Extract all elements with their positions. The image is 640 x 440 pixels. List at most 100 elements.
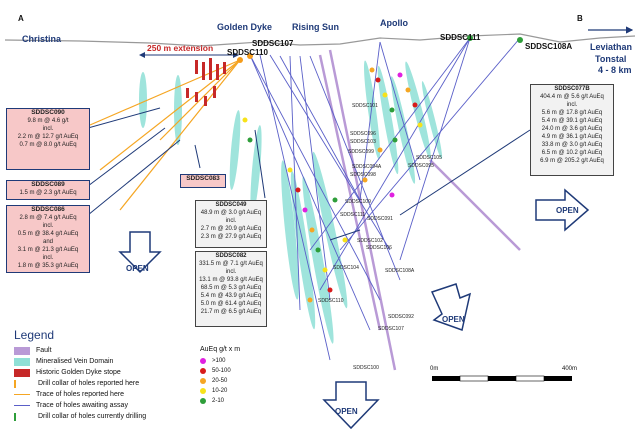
hole-label: SDDSC096 xyxy=(350,131,376,137)
area-distance: 4 - 8 km xyxy=(598,65,632,75)
legend-item-reported-collar: Drill collar of holes reported here xyxy=(14,378,229,389)
box-sddsc082-line: 5.0 m @ 61.4 g/t AuEq xyxy=(200,301,262,307)
hole-label: SDDSC110 xyxy=(318,298,344,304)
box-sddsc049: SDDSC049 48.9 m @ 3.0 g/t AuEq incl. 2.7… xyxy=(195,200,267,248)
box-sddsc049-line: 2.7 m @ 20.9 g/t AuEq xyxy=(200,226,262,232)
hole-label: SDDSC100 xyxy=(353,365,379,371)
legend-item-reported-trace: Trace of holes reported here xyxy=(14,389,229,400)
box-sddsc086-line: incl. xyxy=(42,223,54,229)
legend: Legend Fault Mineralised Vein Domain His… xyxy=(14,328,229,422)
box-sddsc077b-line: incl. xyxy=(566,102,578,108)
collar-sddsc107: SDDSC107 xyxy=(252,39,294,48)
hole-label: SDDSC101 xyxy=(352,103,378,109)
area-leviathan: Leviathan xyxy=(590,42,633,52)
legend-item-label: Fault xyxy=(36,347,52,354)
box-sddsc077b-line: 5.4 m @ 39.1 g/t AuEq xyxy=(541,118,603,124)
box-sddsc082-line: incl. xyxy=(225,269,237,275)
hole-label: SDDSC095 xyxy=(408,163,434,169)
grade-legend-label: >100 xyxy=(212,358,226,364)
grade-legend-label: 10-20 xyxy=(212,388,228,394)
callout-lines xyxy=(87,107,531,241)
scale-bar xyxy=(432,375,572,382)
hole-label: SDDSC091 xyxy=(367,216,393,222)
legend-item-label: Trace of holes reported here xyxy=(36,391,125,398)
box-sddsc086-line: 1.8 m @ 35.3 g/t AuEq xyxy=(17,263,79,269)
corner-label-a: A xyxy=(18,14,24,23)
grade-legend-title: AuEq g/t x m xyxy=(200,346,241,353)
legend-swatch xyxy=(14,357,30,366)
box-sddsc089: SDDSC089 1.5 m @ 2.3 g/t AuEq xyxy=(6,180,90,200)
scale-start-label: 0m xyxy=(430,366,439,372)
grade-dot xyxy=(200,378,206,384)
box-sddsc082-line: 21.7 m @ 6.5 g/t AuEq xyxy=(200,309,262,315)
topography-line xyxy=(4,33,636,47)
grade-legend-item: 50-100 xyxy=(200,366,240,376)
box-sddsc049-line: incl. xyxy=(225,218,237,224)
area-christina: Christina xyxy=(22,34,62,44)
box-sddsc086-line: 2.8 m @ 7.4 g/t AuEq xyxy=(19,215,77,221)
legend-item-label: Trace of holes awaiting assay xyxy=(36,402,128,409)
box-sddsc086-line: 3.1 m @ 21.3 g/t AuEq xyxy=(17,247,79,253)
hole-label: SDDSC109 xyxy=(345,199,371,205)
grade-dot xyxy=(200,358,206,364)
scale-end-label: 400m xyxy=(562,366,578,372)
box-sddsc090-line: 2.2 m @ 12.7 g/t AuEq xyxy=(17,134,79,140)
box-sddsc090-line: 0.7 m @ 8.0 g/t AuEq xyxy=(19,142,77,148)
legend-swatch xyxy=(14,412,32,421)
legend-item-drilling-collar: Drill collar of holes currently drilling xyxy=(14,411,229,422)
legend-swatch xyxy=(14,379,32,388)
legend-item-label: Drill collar of holes currently drilling xyxy=(38,413,147,420)
box-sddsc086-line: incl. xyxy=(42,255,54,261)
legend-swatch xyxy=(14,394,30,395)
area-rising-sun: Rising Sun xyxy=(292,22,339,32)
box-sddsc082-title: SDDSC082 xyxy=(215,253,247,259)
box-sddsc082-line: 5.4 m @ 43.9 g/t AuEq xyxy=(200,293,262,299)
legend-item-label: Mineralised Vein Domain xyxy=(36,358,114,365)
hole-label: SDDSC107 xyxy=(378,326,404,332)
box-sddsc077b-line: 33.8 m @ 3.0 g/t AuEq xyxy=(541,142,603,148)
collar-sddsc108a: SDDSC108A xyxy=(525,42,573,51)
hole-label: SDDSC098 xyxy=(350,172,376,178)
collar-sddsc110: SDDSC110 xyxy=(227,48,268,57)
box-sddsc077b: SDDSC077B 404.4 m @ 5.6 g/t AuEq incl. 5… xyxy=(530,84,614,176)
box-sddsc082-line: 13.1 m @ 93.8 g/t AuEq xyxy=(199,277,263,283)
grade-legend-item: 2-10 xyxy=(200,396,240,406)
box-sddsc090: SDDSC090 9.8 m @ 4.6 g/t incl. 2.2 m @ 1… xyxy=(6,108,90,170)
legend-swatch xyxy=(14,368,30,377)
open-label-bottom: OPEN xyxy=(335,407,358,416)
box-sddsc077b-line: 24.0 m @ 3.6 g/t AuEq xyxy=(541,126,603,132)
area-tonstal: Tonstal xyxy=(595,54,627,64)
open-label-right: OPEN xyxy=(556,206,579,215)
historic-stope xyxy=(186,58,226,106)
grade-dot xyxy=(200,388,206,394)
hole-label: SDDSC102 xyxy=(357,238,383,244)
grade-legend-label: 2-10 xyxy=(212,398,225,404)
legend-item-vein-domain: Mineralised Vein Domain xyxy=(14,356,229,367)
box-sddsc049-title: SDDSC049 xyxy=(215,202,247,208)
box-sddsc082-line: 68.5 m @ 5.3 g/t AuEq xyxy=(200,285,262,291)
grade-dot xyxy=(200,368,206,374)
box-sddsc077b-line: 6.5 m @ 10.2 g/t AuEq xyxy=(541,150,603,156)
box-sddsc049-line: 48.9 m @ 3.0 g/t AuEq xyxy=(200,210,262,216)
box-sddsc090-title: SDDSC090 xyxy=(31,109,65,116)
box-sddsc086-line: and xyxy=(42,239,53,245)
grade-legend-label: 50-100 xyxy=(212,368,231,374)
legend-title: Legend xyxy=(14,328,55,342)
box-sddsc083-title: SDDSC083 xyxy=(186,175,220,182)
legend-item-label: Historic Golden Dyke stope xyxy=(36,369,121,376)
hole-label: SDDSC106 xyxy=(366,245,392,251)
extension-label: 250 m extension xyxy=(147,43,214,53)
box-sddsc086: SDDSC086 2.8 m @ 7.4 g/t AuEq incl. 0.5 … xyxy=(6,205,90,273)
box-sddsc082: SDDSC082 331.5 m @ 7.1 g/t AuEq incl. 13… xyxy=(195,251,267,327)
hole-label: SDDSC092 xyxy=(388,314,414,320)
hole-label: SDDSC104 xyxy=(333,265,359,271)
hole-label: SDDSC099 xyxy=(348,149,374,155)
box-sddsc077b-line: 6.9 m @ 205.2 g/t AuEq xyxy=(540,158,604,164)
legend-item-fault: Fault xyxy=(14,345,229,356)
grade-legend-item: 20-50 xyxy=(200,376,240,386)
open-arrow-shapes xyxy=(118,188,590,430)
grade-legend-item: >100 xyxy=(200,356,240,366)
legend-swatch xyxy=(14,346,30,355)
